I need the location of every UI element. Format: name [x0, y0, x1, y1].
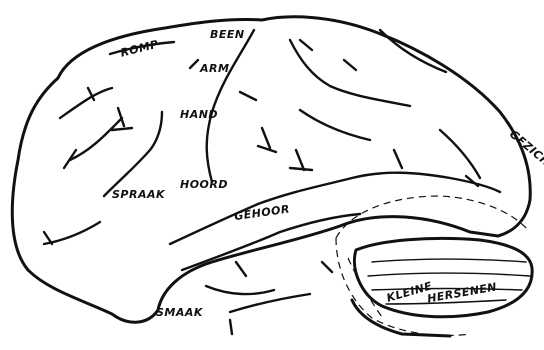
- temporal-sulcus: [230, 294, 310, 312]
- frontal-sulcus: [60, 88, 112, 118]
- temporal-sulcus: [206, 286, 274, 294]
- sulcus-branch: [236, 262, 246, 276]
- label-gehoor: GEHOOR: [233, 202, 290, 223]
- sulcus-branch: [300, 40, 312, 50]
- sulcus-branch: [394, 150, 402, 168]
- dashed-region-outline: [336, 196, 528, 238]
- label-spraak: SPRAAK: [112, 188, 166, 201]
- sulcus-branch: [240, 92, 256, 100]
- cerebellum-fold: [368, 273, 530, 276]
- frontal-sulcus: [104, 112, 162, 196]
- occipital-sulcus: [440, 130, 480, 178]
- sulcus-branch: [322, 262, 332, 272]
- label-arm: ARM: [199, 62, 229, 75]
- frontal-sulcus: [44, 222, 100, 244]
- label-smaak: SMAAK: [156, 306, 204, 319]
- sulcus-branch: [230, 320, 232, 334]
- frontal-sulcus: [70, 118, 122, 160]
- sulcus-branch: [190, 60, 198, 68]
- label-romp: ROMP: [119, 38, 160, 60]
- sulcus-branch: [290, 150, 312, 170]
- label-hand: HAND: [180, 108, 218, 121]
- parietal-sulcus: [300, 110, 370, 140]
- label-gezicht: GEZICHT: [507, 128, 544, 175]
- cerebrum-outline: [12, 17, 530, 322]
- central-sulcus: [207, 30, 254, 182]
- sulcus-branch: [258, 128, 276, 152]
- cerebellum-outline: [354, 238, 532, 316]
- label-hoord: HOORD: [180, 178, 228, 191]
- label-been: BEEN: [210, 28, 245, 41]
- cerebellum-fold: [372, 259, 526, 262]
- sulcus-branch: [344, 60, 356, 70]
- parietal-sulcus: [290, 40, 410, 106]
